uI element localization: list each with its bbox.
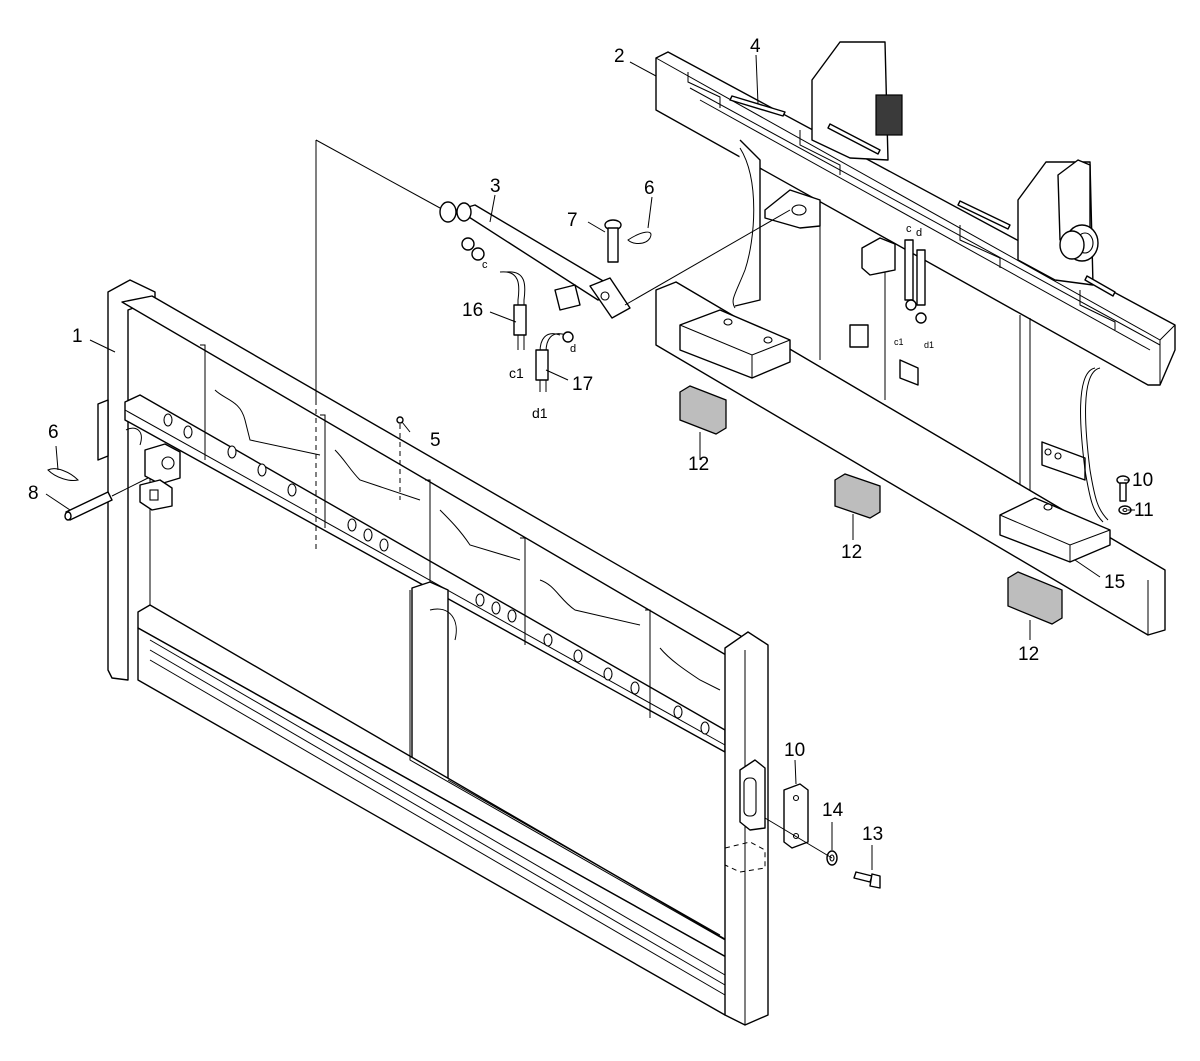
bolt-13 <box>853 871 881 889</box>
callout-12-b: 12 <box>841 542 862 563</box>
callout-11: 11 <box>1134 500 1154 521</box>
rear-carriage <box>655 41 1176 636</box>
valve-label-d1: d1 <box>924 340 934 350</box>
pin-7 <box>604 219 622 263</box>
callout-7: 7 <box>567 210 578 231</box>
callout-labels: 1 2 3 4 5 6 6 7 8 10 10 11 12 12 12 13 1… <box>28 36 1154 845</box>
callout-12-a: 12 <box>688 454 709 475</box>
valve-label-c: c <box>906 223 912 235</box>
callout-10-top: 10 <box>1132 470 1153 491</box>
hoses <box>499 271 574 392</box>
callout-13: 13 <box>862 824 883 845</box>
callout-16: 16 <box>462 300 483 321</box>
callout-2: 2 <box>614 46 625 67</box>
hydraulic-cylinder <box>439 201 631 319</box>
callout-5: 5 <box>430 430 441 451</box>
callout-6-top: 6 <box>644 178 655 199</box>
grease-nipple-5 <box>396 416 404 500</box>
callout-6-left: 6 <box>48 422 59 443</box>
callout-4: 4 <box>750 36 761 57</box>
frame-holes <box>163 413 710 735</box>
callout-leaders <box>45 54 1135 870</box>
callout-1: 1 <box>72 326 83 347</box>
cotter-6-left <box>47 468 79 481</box>
port-label-d: d <box>570 343 576 355</box>
front-frame <box>97 279 769 1026</box>
connection-labels: c1 d1 c d c d c1 d1 <box>482 223 934 421</box>
pin-8 <box>64 491 113 521</box>
callout-10-bottom: 10 <box>784 740 805 761</box>
callout-8: 8 <box>28 483 39 504</box>
valve-label-c1: c1 <box>894 337 904 347</box>
hose-label-d1: d1 <box>532 405 548 421</box>
bolt-10-top <box>1116 475 1130 502</box>
plate-10 <box>783 783 809 849</box>
callout-3: 3 <box>490 176 501 197</box>
callout-12-c: 12 <box>1018 644 1039 665</box>
callout-17: 17 <box>572 374 593 395</box>
callout-14: 14 <box>822 800 844 821</box>
callout-15: 15 <box>1104 572 1125 593</box>
hose-label-c1: c1 <box>509 365 524 381</box>
assembly-lines <box>111 139 833 859</box>
wear-pads <box>679 385 1063 625</box>
port-label-c: c <box>482 259 488 271</box>
valve-label-d: d <box>916 227 922 239</box>
cotter-6-top <box>627 231 652 244</box>
